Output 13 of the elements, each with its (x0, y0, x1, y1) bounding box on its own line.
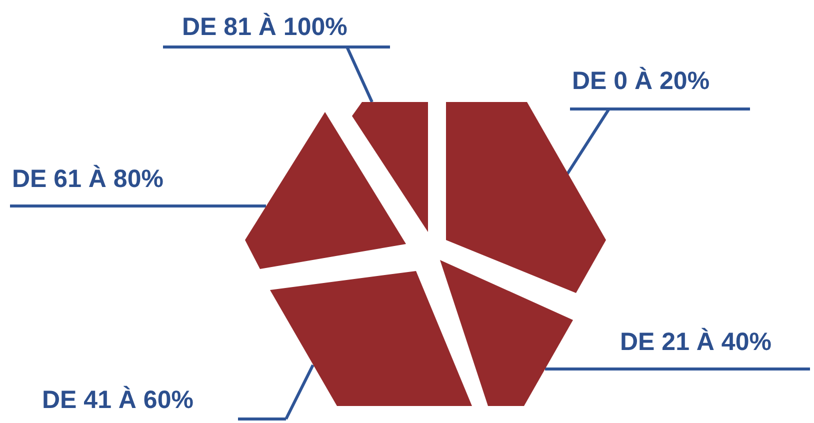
leader-line (544, 368, 812, 370)
leader-line (236, 364, 314, 420)
hexagon-segment (352, 102, 428, 232)
range-label: DE 0 À 20% (572, 67, 710, 95)
hexagon-segment (440, 260, 573, 406)
range-label: DE 61 À 80% (12, 165, 164, 193)
range-label: DE 21 À 40% (620, 328, 772, 356)
hexagon-segment (270, 271, 472, 406)
leader-line (162, 46, 392, 104)
range-label: DE 41 À 60% (42, 386, 194, 414)
hexagon-segment (446, 102, 606, 293)
range-label: DE 81 À 100% (182, 13, 348, 41)
leader-line (8, 204, 268, 208)
